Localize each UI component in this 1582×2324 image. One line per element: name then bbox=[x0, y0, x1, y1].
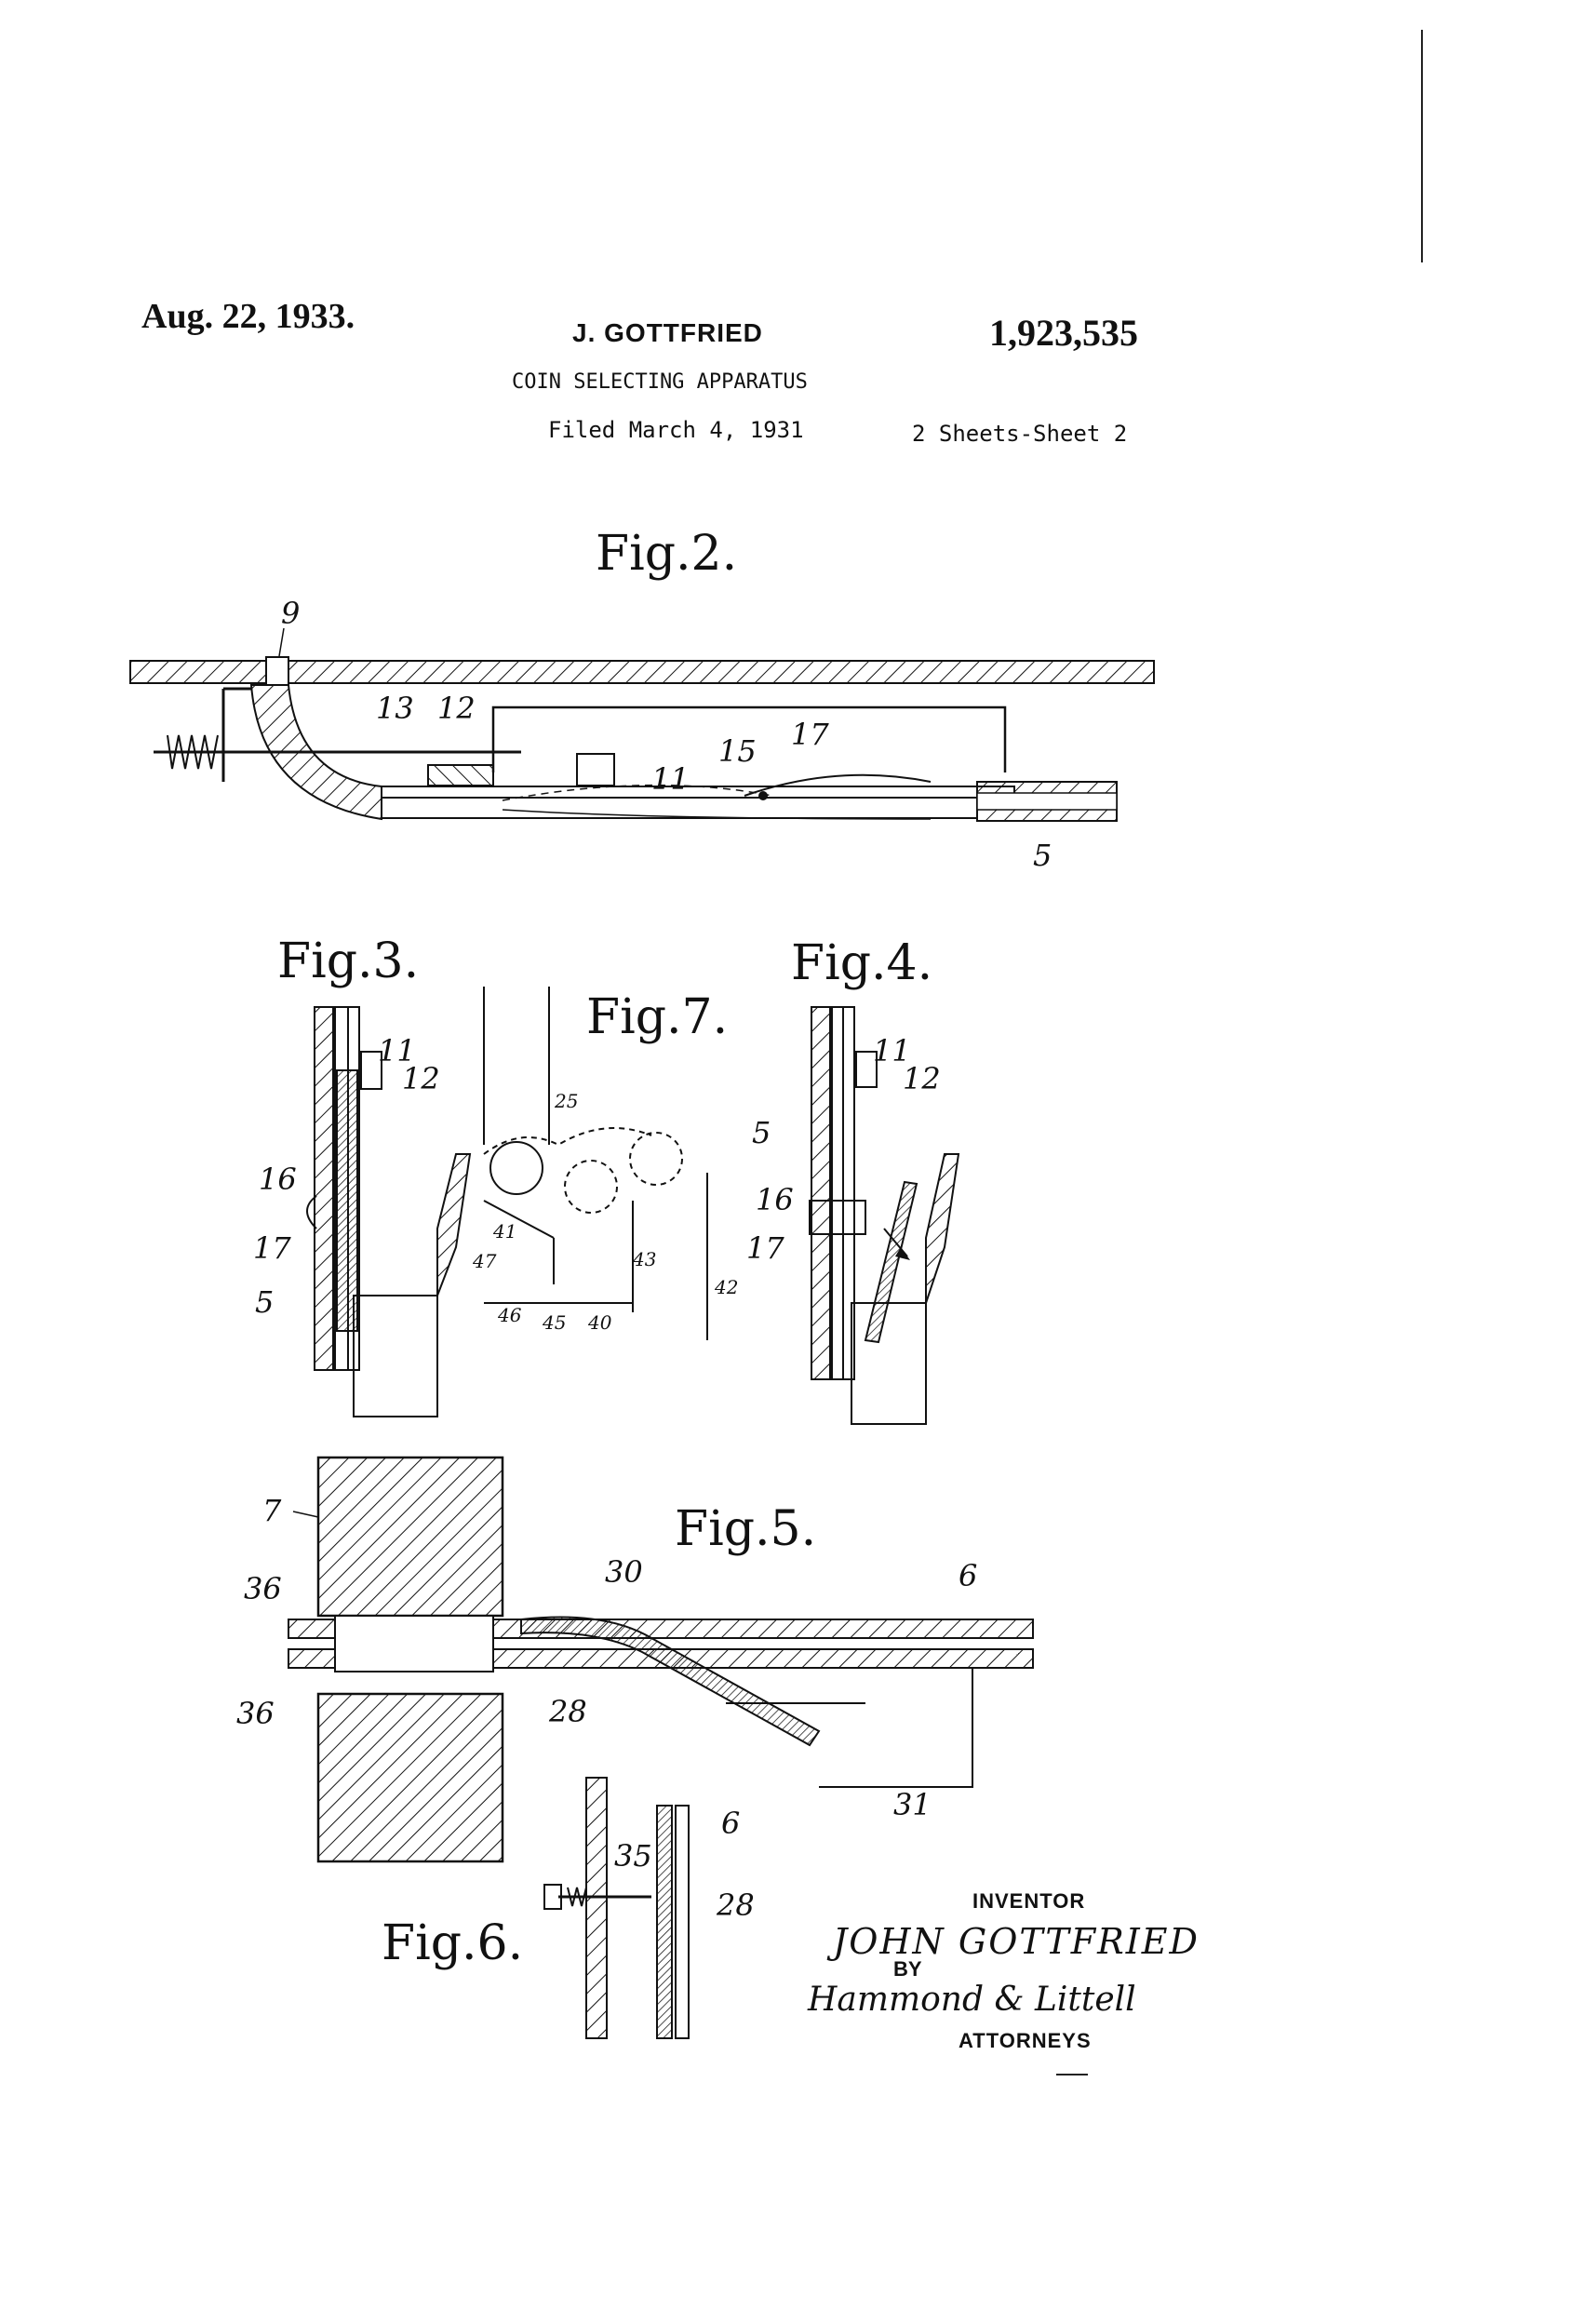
svg-text:43: 43 bbox=[632, 1248, 656, 1270]
svg-text:16: 16 bbox=[756, 1182, 794, 1217]
fig7-label: Fig.7. bbox=[586, 989, 728, 1045]
svg-text:17: 17 bbox=[746, 1230, 784, 1266]
fig6-label: Fig.6. bbox=[382, 1915, 523, 1971]
fig2-top-plate bbox=[129, 660, 1155, 684]
fig6-plate bbox=[656, 1805, 673, 2039]
svg-text:12: 12 bbox=[402, 1061, 440, 1096]
fig3-wall bbox=[314, 1006, 334, 1371]
figure-4: Fig.4. 11 12 5 16 17 bbox=[746, 935, 960, 1425]
fig7-coin-3 bbox=[629, 1132, 683, 1186]
svg-text:11: 11 bbox=[378, 1033, 416, 1068]
svg-text:35: 35 bbox=[614, 1838, 652, 1874]
svg-text:36: 36 bbox=[244, 1571, 282, 1606]
fig5-upper-block bbox=[316, 1456, 504, 1618]
fig3-lower-chute bbox=[353, 1295, 438, 1417]
fig7-coin-2 bbox=[564, 1160, 618, 1214]
svg-text:28: 28 bbox=[716, 1887, 755, 1923]
fig2-label: Fig.2. bbox=[596, 526, 737, 582]
svg-text:6: 6 bbox=[721, 1806, 740, 1841]
fig5-label: Fig.5. bbox=[675, 1501, 816, 1557]
filed-date: Filed March 4, 1931 bbox=[548, 417, 804, 443]
fig5-gate bbox=[520, 1616, 821, 1747]
fig4-label: Fig.4. bbox=[791, 935, 932, 991]
attorney-signature: Hammond & Littell bbox=[808, 1981, 1136, 2019]
inventor-handwritten-name: JOHN GOTTFRIED bbox=[833, 1921, 1200, 1962]
svg-text:13: 13 bbox=[376, 691, 414, 726]
fig2-slot bbox=[265, 656, 289, 686]
figure-7: Fig.7. 25 41 47 43 42 46 45 40 bbox=[472, 987, 738, 1340]
svg-text:31: 31 bbox=[893, 1787, 932, 1822]
svg-text:46: 46 bbox=[497, 1304, 522, 1326]
fig2-bracket bbox=[221, 687, 251, 782]
svg-text:11: 11 bbox=[873, 1033, 911, 1068]
svg-text:12: 12 bbox=[437, 691, 476, 726]
fig2-leaf-spring bbox=[744, 773, 932, 797]
fig5-coin-slot bbox=[334, 1615, 494, 1672]
attorneys-caption: ATTORNEYS bbox=[959, 2029, 1092, 2052]
fig4-lower-chute bbox=[851, 1302, 927, 1425]
figure-6: Fig.6. 35 6 28 bbox=[382, 1777, 755, 2039]
fig2-spring bbox=[167, 734, 219, 770]
svg-text:15: 15 bbox=[718, 733, 757, 769]
fig3-label: Fig.3. bbox=[277, 934, 419, 989]
fig6-wall bbox=[585, 1777, 608, 2039]
svg-text:17: 17 bbox=[791, 717, 829, 752]
svg-text:9: 9 bbox=[281, 596, 300, 631]
fig4-collar bbox=[809, 1200, 866, 1235]
fig2-track bbox=[381, 786, 1015, 799]
fig3-bracket bbox=[360, 1051, 382, 1090]
svg-text:28: 28 bbox=[548, 1694, 587, 1729]
svg-text:47: 47 bbox=[472, 1250, 497, 1272]
svg-text:6: 6 bbox=[959, 1558, 977, 1593]
figure-5: Fig.5. 7 36 30 6 36 28 31 bbox=[236, 1456, 1034, 1863]
svg-text:5: 5 bbox=[752, 1115, 771, 1150]
fig5-bracket bbox=[503, 1667, 973, 1788]
svg-text:5: 5 bbox=[255, 1284, 274, 1320]
svg-text:45: 45 bbox=[542, 1311, 566, 1334]
figure-2: Fig.2. 9 13 12 11 15 17 5 bbox=[129, 526, 1155, 873]
by-caption: BY bbox=[893, 1957, 922, 1981]
fig2-block bbox=[427, 764, 494, 786]
fig4-deflector bbox=[925, 1153, 960, 1304]
inventor-header: J. GOTTFRIED bbox=[572, 318, 763, 347]
scan-edge-line bbox=[1421, 30, 1423, 262]
svg-text:42: 42 bbox=[714, 1276, 738, 1298]
svg-text:12: 12 bbox=[903, 1061, 941, 1096]
fig5-lower-block bbox=[316, 1692, 504, 1863]
svg-text:16: 16 bbox=[259, 1162, 297, 1197]
signature-underline bbox=[1056, 2074, 1088, 2075]
svg-text:41: 41 bbox=[492, 1220, 516, 1243]
fig4-wall bbox=[811, 1006, 831, 1380]
fig3-deflector bbox=[436, 1153, 472, 1296]
fig3-coin-stack bbox=[336, 1069, 358, 1332]
svg-text:11: 11 bbox=[651, 761, 690, 797]
fig4-tilted-coin bbox=[864, 1180, 918, 1344]
patent-date: Aug. 22, 1933. bbox=[141, 297, 355, 336]
fig7-coin-1 bbox=[489, 1141, 543, 1195]
svg-text:7: 7 bbox=[262, 1493, 282, 1528]
svg-text:5: 5 bbox=[1033, 838, 1052, 873]
svg-text:25: 25 bbox=[554, 1090, 578, 1112]
svg-text:40: 40 bbox=[587, 1311, 612, 1334]
svg-text:30: 30 bbox=[605, 1554, 643, 1590]
svg-text:17: 17 bbox=[253, 1230, 291, 1266]
svg-text:36: 36 bbox=[236, 1696, 275, 1731]
fig2-wire-frame bbox=[491, 705, 1007, 772]
inventor-caption: INVENTOR bbox=[972, 1889, 1086, 1913]
patent-number: 1,923,535 bbox=[989, 312, 1138, 354]
sheet-count: 2 Sheets-Sheet 2 bbox=[912, 421, 1128, 447]
patent-title: COIN SELECTING APPARATUS bbox=[512, 370, 808, 394]
figure-3: Fig.3. 11 12 16 17 5 bbox=[253, 934, 472, 1417]
